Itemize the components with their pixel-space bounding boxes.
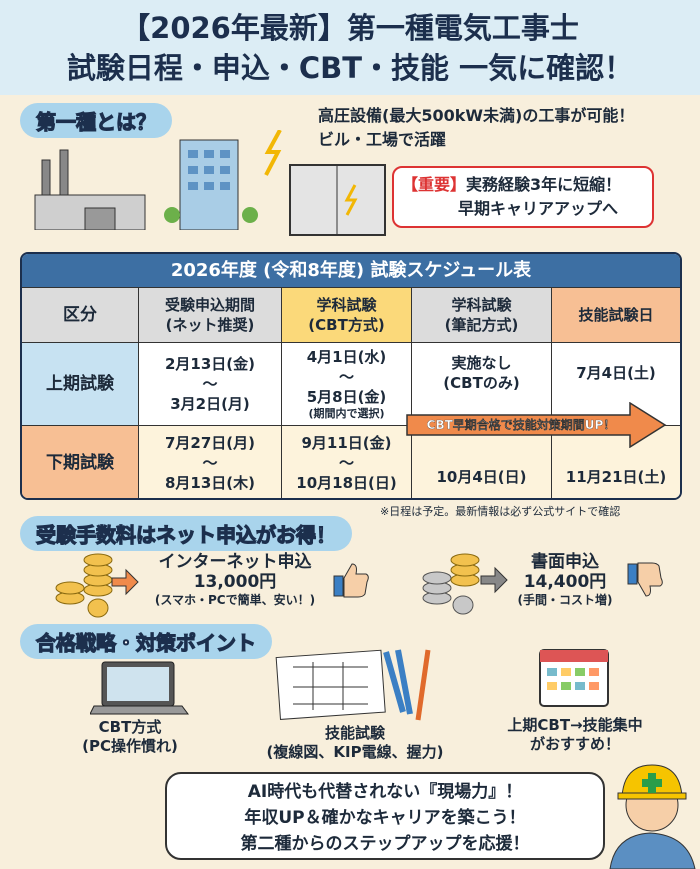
schedule-note: ※日程は予定。最新情報は必ず公式サイトで確認 <box>380 505 621 518</box>
fee-paper-label: 書面申込 <box>531 552 599 572</box>
cbt-early-pass-arrow: CBT早期合格で技能対策期間UP！ <box>405 402 667 448</box>
schedule-table: 2026年度 (令和8年度) 試験スケジュール表 区分 受験申込期間 (ネット推奨… <box>20 252 682 500</box>
intro-text-scope: 高圧設備(最大500kW未満)の工事が可能！ <box>318 106 635 125</box>
callout-line-1: 実務経験3年に短縮！ <box>466 175 622 194</box>
arrow-text: CBT早期合格で技能対策期間UP！ <box>426 418 616 432</box>
header-cbt: 学科試験 (CBT方式) <box>282 287 412 342</box>
table-cell-text: 7月4日(土) <box>576 364 656 382</box>
title-line-1: 【2026年最新】第一種電気工事士 <box>121 11 579 45</box>
row-label-second-half: 下期試験 <box>22 425 139 498</box>
table-cell-text: 2月13日(金) <box>164 355 256 373</box>
table-cell-text: 下期試験 <box>46 452 114 473</box>
table-cell-text: 学科試験 <box>316 296 377 314</box>
cell-paper-second: 10月4日(日) <box>412 425 552 498</box>
strategy-cbt-line-2: (PC操作慣れ) <box>82 737 178 755</box>
cell-skill-first: 7月4日(土) <box>552 342 680 425</box>
cell-apply-first: 2月13日(金) 〜 3月2日(月) <box>139 342 282 425</box>
fee-online: インターネット申込 13,000円 (スマホ・PCで簡単、安い！) <box>140 552 330 608</box>
callout-line-2: 早期キャリアアップへ <box>458 199 619 218</box>
laptop-icon <box>90 661 189 715</box>
cell-apply-second: 7月27日(月)〜8月13日(木) <box>139 425 282 498</box>
table-cell-text: 受験申込期間 <box>164 296 255 314</box>
table-cell-text: (CBTのみ) <box>443 374 520 392</box>
table-cell-text: 9月11日(金) <box>301 433 392 452</box>
strategy-skill-line-2: (複線図、KIP電線、握力) <box>266 743 444 761</box>
strategy-tip-line-1: 上期CBT→技能集中 <box>507 716 643 734</box>
strategy-skill: 技能試験(複線図、KIP電線、握力) <box>245 724 465 762</box>
fee-online-label: インターネット申込 <box>158 552 312 572</box>
section-heading-fees: 受験手数料はネット申込がお得！ <box>20 516 352 551</box>
row-label-first-half: 上期試験 <box>22 342 139 425</box>
strategy-tip-line-2: がおすすめ！ <box>529 735 620 753</box>
header-paper: 学科試験 (筆記方式) <box>412 287 552 342</box>
table-cell-text: 10月18日(日) <box>296 473 397 492</box>
silver-coins-icon <box>422 553 508 615</box>
strategy-skill-line-1: 技能試験 <box>324 724 385 742</box>
thumbs-down-icon <box>627 562 663 597</box>
table-cell-text: 3月2日(月) <box>170 395 250 413</box>
section-heading-strategy: 合格戦略・対策ポイント <box>20 624 272 659</box>
fee-paper-price: 14,400円 <box>523 572 607 592</box>
arrow-icon <box>406 402 667 448</box>
cell-cbt-first: 4月1日(水) 〜 5月8日(金)(期間内で選択) <box>282 342 412 425</box>
important-callout: 【重要】実務経験3年に短縮！ 早期キャリアアップへ <box>392 166 654 228</box>
page-title: 【2026年最新】第一種電気工事士 試験日程・申込・CBT・技能 一気に確認！ <box>0 0 700 95</box>
fee-online-note: (スマホ・PCで簡単、安い！) <box>154 593 316 607</box>
table-cell-text: (期間内で選択) <box>308 407 385 420</box>
header-application: 受験申込期間 (ネット推奨) <box>139 287 282 342</box>
wiring-diagram-and-tools-icon <box>275 649 431 721</box>
cell-paper-first: 実施なし (CBTのみ) <box>412 342 552 425</box>
table-cell-text: 7月27日(月) <box>164 433 256 452</box>
fee-paper: 書面申込 14,400円 (手間・コスト増) <box>510 552 620 608</box>
intro-text-workplace: ビル・工場で活躍 <box>318 130 447 149</box>
title-line-2: 試験日程・申込・CBT・技能 一気に確認！ <box>66 51 634 85</box>
table-cell-text: 〜 <box>202 375 218 393</box>
table-cell-text: (CBT方式) <box>308 316 385 334</box>
table-cell-text: (筆記方式) <box>444 316 519 334</box>
cell-cbt-second: 9月11日(金)〜10月18日(日) <box>282 425 412 498</box>
table-cell-text: 学科試験 <box>451 296 512 314</box>
header-category: 区分 <box>22 287 139 342</box>
table-cell-text: 〜 <box>202 453 218 472</box>
cell-skill-second: 11月21日(土) <box>552 425 680 498</box>
schedule-title: 2026年度 (令和8年度) 試験スケジュール表 <box>22 254 680 287</box>
worker-character-illustration <box>609 764 696 869</box>
table-cell-text: 11月21日(土) <box>565 468 667 486</box>
table-cell-text: 〜 <box>338 453 354 472</box>
table-cell-text: 4月1日(水) <box>306 348 387 366</box>
fee-paper-note: (手間・コスト増) <box>517 593 613 607</box>
section-heading-intro: 第一種とは？ <box>20 103 172 138</box>
table-cell-text: 区分 <box>63 305 97 325</box>
strategy-schedule-tip: 上期CBT→技能集中がおすすめ！ <box>480 716 670 754</box>
encouragement-speech-bubble: AI時代も代替されない『現場力』！ 年収UP＆確かなキャリアを築こう！ 第二種か… <box>165 772 605 860</box>
calendar-icon <box>539 649 609 707</box>
header-skill: 技能試験日 <box>552 287 680 342</box>
strategy-cbt: CBT方式(PC操作慣れ) <box>60 718 200 756</box>
table-cell-text: 上期試験 <box>46 374 114 394</box>
fee-online-price: 13,000円 <box>193 572 277 592</box>
bubble-line-3: 第二種からのステップアップを応援！ <box>240 834 530 854</box>
table-cell-text: 〜 <box>338 368 354 386</box>
table-cell-text: 技能試験日 <box>578 306 654 324</box>
strategy-cbt-line-1: CBT方式 <box>98 718 162 736</box>
electrical-cabinet-icon <box>289 164 386 236</box>
factory-building-illustration <box>34 130 282 230</box>
table-cell-text: (ネット推奨) <box>165 316 255 334</box>
table-cell-text: 8月13日(木) <box>164 473 256 492</box>
bubble-line-2: 年収UP＆確かなキャリアを築こう！ <box>244 808 526 828</box>
bubble-line-1: AI時代も代替されない『現場力』！ <box>247 782 523 802</box>
thumbs-up-icon <box>333 563 369 598</box>
important-tag: 【重要】 <box>402 175 467 194</box>
table-cell-text: 実施なし <box>451 354 512 372</box>
table-cell-text: 5月8日(金) <box>306 388 387 406</box>
gold-coins-icon <box>55 553 139 618</box>
table-cell-text: 10月4日(日) <box>436 468 527 486</box>
